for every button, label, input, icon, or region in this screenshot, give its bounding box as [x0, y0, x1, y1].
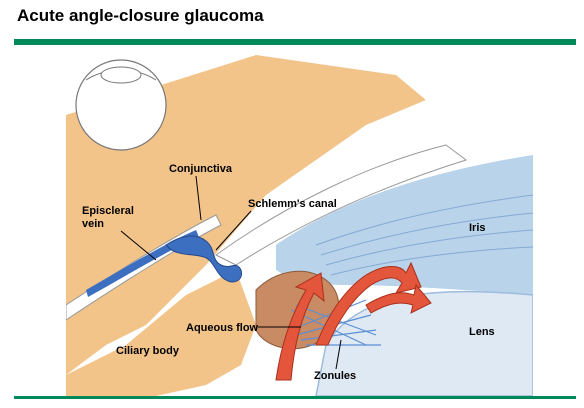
pointer-zonules	[335, 339, 342, 370]
schlemms-canal-shape	[165, 235, 243, 283]
eye-inset	[75, 59, 167, 151]
cornea-band	[215, 144, 468, 266]
page-title: Acute angle-closure glaucoma	[17, 6, 264, 25]
lower-tissue	[66, 270, 256, 396]
bottom-divider	[14, 396, 576, 399]
label-schlemms-canal: Schlemm's canal	[248, 198, 337, 210]
label-iris: Iris	[469, 222, 486, 234]
label-episcleral-vein-1: Episcleral	[82, 205, 134, 217]
iris-striations	[315, 194, 533, 276]
label-zonules: Zonules	[314, 370, 356, 382]
label-ciliary-body: Ciliary body	[116, 345, 180, 357]
iris-region	[276, 155, 533, 295]
pointer-conjunctiva	[195, 175, 202, 221]
label-episcleral-vein-2: vein	[82, 218, 104, 230]
label-lens: Lens	[469, 326, 495, 338]
label-conjunctiva: Conjunctiva	[169, 163, 233, 175]
glaucoma-diagram: Conjunctiva Episcleral vein Schlemm's ca…	[66, 45, 533, 396]
label-aqueous-flow: Aqueous flow	[186, 322, 259, 334]
pointer-episcleral-vein	[120, 230, 157, 261]
top-divider	[14, 39, 576, 45]
pointer-schlemms-canal	[215, 210, 252, 251]
tissue-background	[66, 55, 426, 375]
